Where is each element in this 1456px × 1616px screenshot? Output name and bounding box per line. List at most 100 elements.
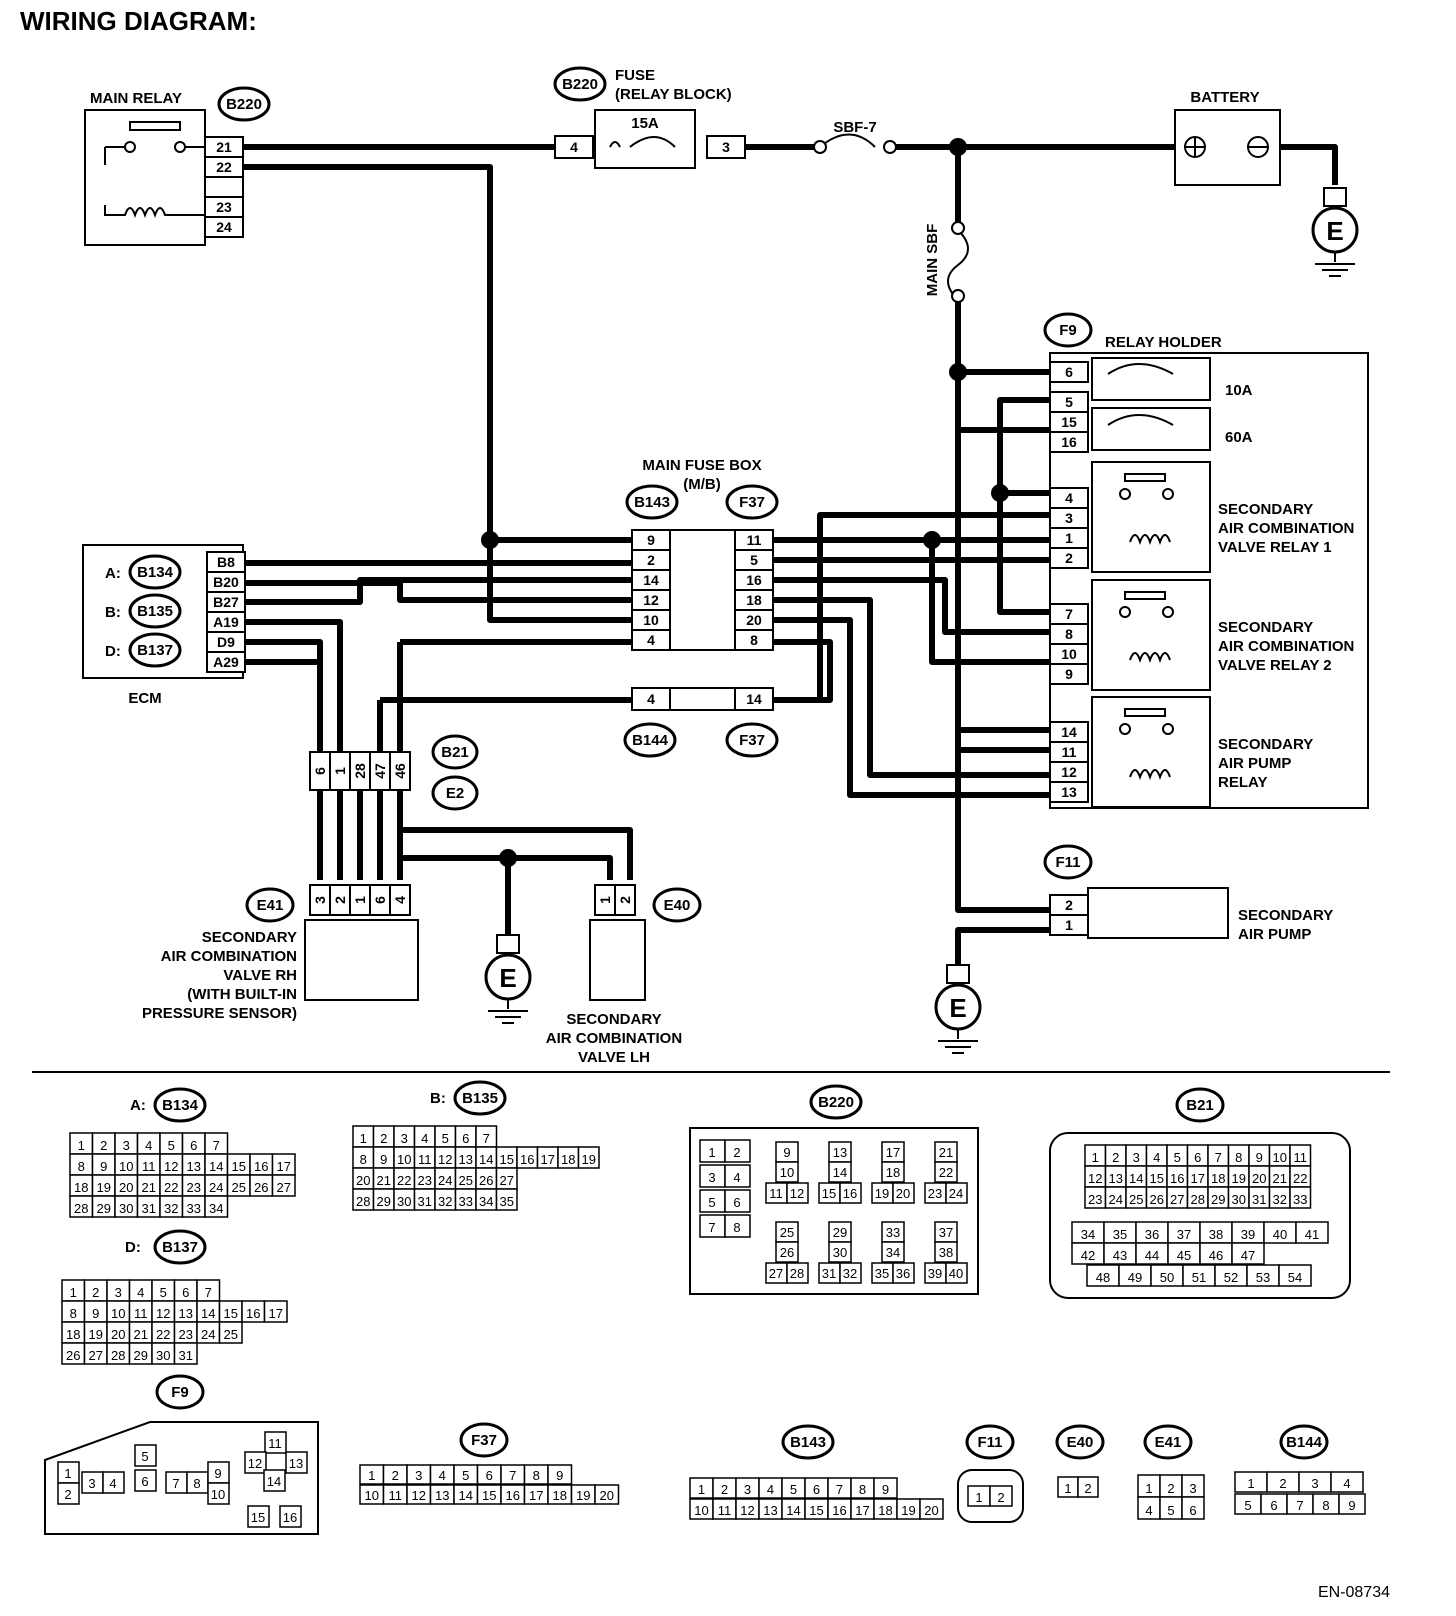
- b135-cell-label: 2: [380, 1131, 387, 1146]
- b21-cell-label: 22: [1293, 1171, 1307, 1186]
- b135-cell-label: 29: [377, 1194, 391, 1209]
- b143-pin-label: 9: [647, 532, 655, 548]
- b21-pin-label: 46: [392, 763, 408, 779]
- valve-rh-label: PRESSURE SENSOR): [142, 1005, 297, 1022]
- b137-cell-label: 27: [89, 1348, 103, 1363]
- b220-cell-label: 16: [843, 1186, 857, 1201]
- b220-top-tag: [217, 86, 271, 122]
- b21-cell-label: 3: [1133, 1150, 1140, 1165]
- b21-cell-label: 45: [1177, 1248, 1191, 1263]
- ecm-tag-1-tag-label: B135: [137, 603, 173, 620]
- f9-pin-label: 2: [1065, 550, 1073, 566]
- b137-cell-label: 8: [70, 1306, 77, 1321]
- wire: [377, 697, 632, 760]
- pinout-f11-tag-label: F11: [977, 1434, 1002, 1451]
- b220-cell: [775, 1241, 799, 1263]
- relay-box-2: [1091, 579, 1211, 691]
- b134-cell-label: 10: [119, 1159, 133, 1174]
- b21-cell-label: 33: [1293, 1192, 1307, 1207]
- b134-cell-label: 18: [74, 1180, 88, 1195]
- b21-cell-label: 48: [1096, 1270, 1110, 1285]
- b21-cell-label: 12: [1088, 1171, 1102, 1186]
- sbf-end: [813, 140, 827, 154]
- b135-cell-label: 28: [356, 1194, 370, 1209]
- f11-tag-tag: [1043, 844, 1093, 880]
- b144-cell-label: 2: [1279, 1476, 1286, 1491]
- b134-cell-label: 30: [119, 1201, 133, 1216]
- e40-pin-label: 2: [617, 896, 633, 904]
- pinout-b134-tag-label: B134: [162, 1097, 199, 1114]
- f9-cell-label: 10: [211, 1487, 225, 1502]
- f9-cell-label: 16: [283, 1510, 297, 1525]
- b220-cell: [724, 1189, 751, 1213]
- f11-cell-label: 2: [997, 1490, 1004, 1505]
- b134-cell-label: 3: [123, 1138, 130, 1153]
- f37-pin-label: 5: [750, 552, 758, 568]
- f11-pin-label: 1: [1065, 917, 1073, 933]
- pinout-b135-tag-label: B135: [462, 1090, 498, 1107]
- ecm-prefix: A:: [105, 565, 121, 582]
- b220-cell-label: 17: [886, 1145, 900, 1160]
- relay-contact-bar: [1124, 708, 1166, 717]
- main-sbf-icon: [947, 229, 969, 301]
- f9-pin-label: 16: [1061, 434, 1077, 450]
- fuse-rating: 15A: [631, 115, 659, 132]
- wire: [400, 827, 633, 880]
- b21-pin-label: 28: [352, 763, 368, 779]
- b220-cell: [839, 1182, 862, 1204]
- f37-cell-label: 8: [533, 1468, 540, 1483]
- valve-lh-body: [589, 919, 646, 1001]
- f9-cell: [279, 1505, 302, 1528]
- main-relay-pin-label: 23: [216, 199, 232, 215]
- b134-cell-label: 19: [97, 1180, 111, 1195]
- fuse-pin-4-pin-label: 4: [570, 139, 578, 155]
- b137-cell: [218, 1321, 243, 1344]
- b21-cell-label: 1: [1092, 1150, 1099, 1165]
- relay-contact: [1162, 723, 1174, 735]
- sbf7-fuse-icon: [819, 133, 876, 148]
- b143-cell-label: 18: [878, 1503, 892, 1518]
- b137-cell: [263, 1300, 288, 1323]
- b220-cell: [724, 1164, 751, 1188]
- f9-cell-label: 12: [248, 1456, 262, 1471]
- b134-cell-label: 17: [277, 1159, 291, 1174]
- e41-pin-label: 4: [392, 896, 408, 904]
- relay-label-1: AIR COMBINATION: [1218, 520, 1354, 537]
- b220-cell-label: 32: [843, 1266, 857, 1281]
- wire: [770, 639, 833, 703]
- ecm-prefix: B:: [105, 604, 121, 621]
- b137-cell-label: 22: [156, 1327, 170, 1342]
- valve-rh-label: VALVE RH: [223, 967, 297, 984]
- b144-cell-label: 7: [1296, 1498, 1303, 1513]
- b220-cell-label: 13: [833, 1145, 847, 1160]
- b220-cell-label: 12: [790, 1186, 804, 1201]
- e41-pin-label: 3: [312, 896, 328, 904]
- b143-cell-label: 6: [813, 1482, 820, 1497]
- b137-cell-label: 10: [111, 1306, 125, 1321]
- wire: [997, 397, 1050, 615]
- b21-cell-label: 27: [1170, 1192, 1184, 1207]
- b134-cell-label: 9: [100, 1159, 107, 1174]
- b21-cell-label: 2: [1112, 1150, 1119, 1165]
- b143-cell: [873, 1477, 898, 1499]
- b220-cell-label: 38: [939, 1245, 953, 1260]
- b134-cell: [271, 1174, 296, 1197]
- b220-cell-label: 8: [733, 1220, 740, 1235]
- relay-label-2: AIR COMBINATION: [1218, 638, 1354, 655]
- f37-pin-label: 20: [746, 612, 762, 628]
- f37-pin-label: 8: [750, 632, 758, 648]
- f9-pin-label: 15: [1061, 414, 1077, 430]
- b220-cell-label: 28: [790, 1266, 804, 1281]
- e40-cell: [1077, 1476, 1099, 1498]
- f37b-tag-tag-label: F37: [739, 732, 765, 749]
- pinout-b220-tag: [809, 1084, 863, 1120]
- f9-pin-label: 3: [1065, 510, 1073, 526]
- air-pump-body: [1087, 887, 1229, 939]
- pinout-e40-tag-label: E40: [1067, 1434, 1094, 1451]
- f37-cell-label: 1: [368, 1468, 375, 1483]
- valve-lh-label: SECONDARY: [566, 1011, 661, 1028]
- relay-label-2: SECONDARY: [1218, 619, 1313, 636]
- b220-cell-label: 35: [875, 1266, 889, 1281]
- f37b-pin-label: 14: [746, 691, 762, 707]
- valve-rh-body: [304, 919, 419, 1001]
